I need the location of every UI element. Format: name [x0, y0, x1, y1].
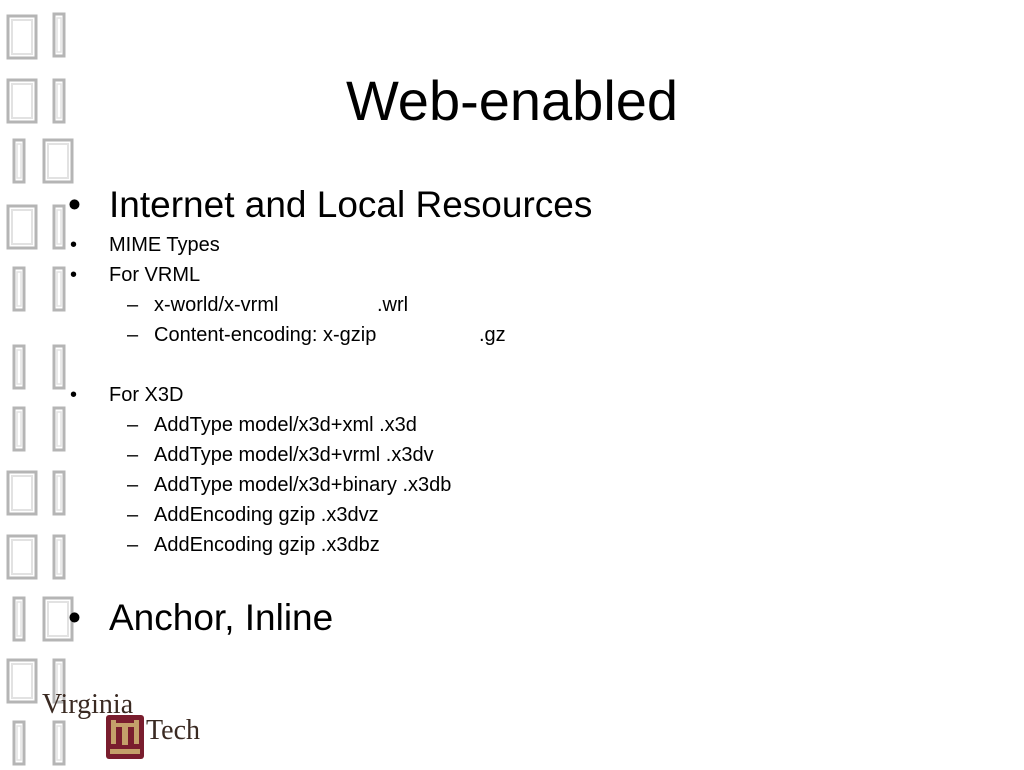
x3d-addtype-binary: AddType model/x3d+binary .x3db	[154, 474, 452, 496]
x3d-addtype-xml: AddType model/x3d+xml .x3d	[154, 414, 417, 436]
virginia-tech-logo-graphic: Virginia Tech	[42, 689, 200, 759]
bullet-marker: •	[70, 384, 78, 406]
bullet-marker: •	[70, 234, 78, 256]
bullet-for-vrml: For VRML	[109, 264, 201, 286]
dash-marker: –	[127, 474, 139, 496]
dash-marker: –	[127, 444, 139, 466]
vrml-mime-type: x-world/x-vrml	[154, 294, 279, 316]
dash-marker: –	[127, 504, 139, 526]
bullet-marker: •	[70, 264, 78, 286]
bullet-mime-types: MIME Types	[109, 234, 220, 256]
dash-marker: –	[127, 294, 139, 316]
vrml-extension: .wrl	[377, 294, 409, 316]
bullet-internet-local-resources: Internet and Local Resources	[109, 184, 593, 225]
dash-marker: –	[127, 324, 139, 346]
vrml-gzip-extension: .gz	[479, 324, 506, 346]
x3d-addencoding-x3dvz: AddEncoding gzip .x3dvz	[154, 504, 379, 526]
virginia-tech-logo: Virginia Tech	[40, 683, 220, 765]
x3d-addtype-vrml: AddType model/x3d+vrml .x3dv	[154, 444, 434, 466]
logo-shield-icon	[106, 715, 144, 759]
bullet-marker: •	[68, 184, 81, 225]
logo-text-tech: Tech	[146, 715, 200, 746]
logo-text-virginia: Virginia	[42, 689, 134, 720]
x3d-addencoding-x3dbz: AddEncoding gzip .x3dbz	[154, 534, 380, 556]
vrml-content-encoding: Content-encoding: x-gzip	[154, 324, 377, 346]
dash-marker: –	[127, 414, 139, 436]
bullet-for-x3d: For X3D	[109, 384, 184, 406]
bullet-marker: •	[68, 597, 81, 638]
dash-marker: –	[127, 534, 139, 556]
bullet-anchor-inline: Anchor, Inline	[109, 597, 334, 638]
slide-title: Web-enabled	[345, 69, 679, 132]
